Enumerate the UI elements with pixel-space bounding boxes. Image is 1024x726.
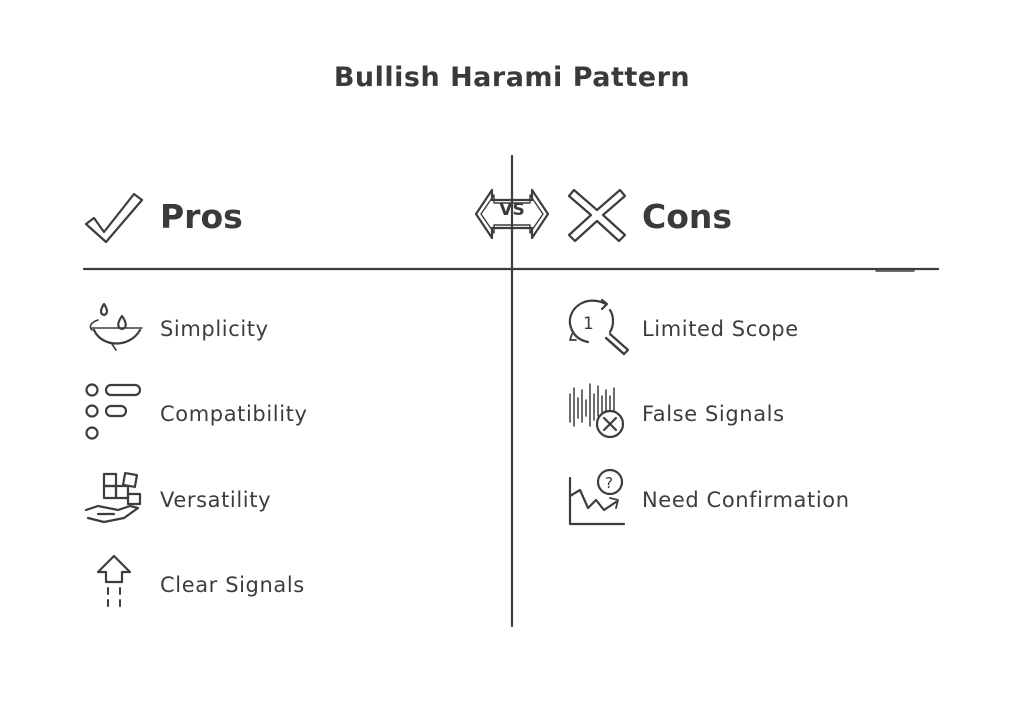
cons-item-limited-scope: Limited Scope	[642, 317, 799, 341]
pros-item-compatibility: Compatibility	[160, 402, 308, 426]
pros-item-clear-signals: Clear Signals	[160, 573, 305, 597]
list-item	[84, 383, 144, 446]
list-item: ?	[566, 468, 630, 532]
list-item: 1	[566, 298, 630, 364]
pros-item-simplicity: Simplicity	[160, 317, 269, 341]
chart-question-icon: ?	[568, 468, 626, 526]
list-item	[566, 382, 630, 446]
svg-text:1: 1	[583, 314, 594, 334]
hand-blocks-icon	[84, 471, 142, 524]
pros-item-versatility: Versatility	[160, 488, 272, 512]
magnifier-cycle-icon: 1	[568, 298, 630, 356]
list-item	[84, 470, 144, 532]
circles-pills-icon	[85, 383, 142, 440]
list-item	[84, 554, 144, 618]
svg-text:?: ?	[605, 474, 613, 492]
vs-badge: VS	[474, 186, 550, 242]
checkmark-icon	[84, 192, 144, 244]
cons-item-need-confirmation: Need Confirmation	[642, 488, 850, 512]
signal-x-icon	[569, 383, 625, 439]
vs-label: VS	[499, 200, 525, 220]
up-arrow-icon	[96, 554, 132, 607]
drops-bowl-icon	[89, 302, 143, 351]
pros-heading: Pros	[160, 197, 243, 236]
cons-heading: Cons	[642, 197, 733, 236]
page-title: Bullish Harami Pattern	[333, 62, 691, 93]
cons-header	[567, 188, 627, 246]
list-item	[84, 300, 144, 360]
cons-item-false-signals: False Signals	[642, 402, 785, 426]
cross-icon	[567, 188, 627, 243]
vs-arrow-icon	[474, 188, 550, 240]
pros-header	[84, 192, 144, 248]
